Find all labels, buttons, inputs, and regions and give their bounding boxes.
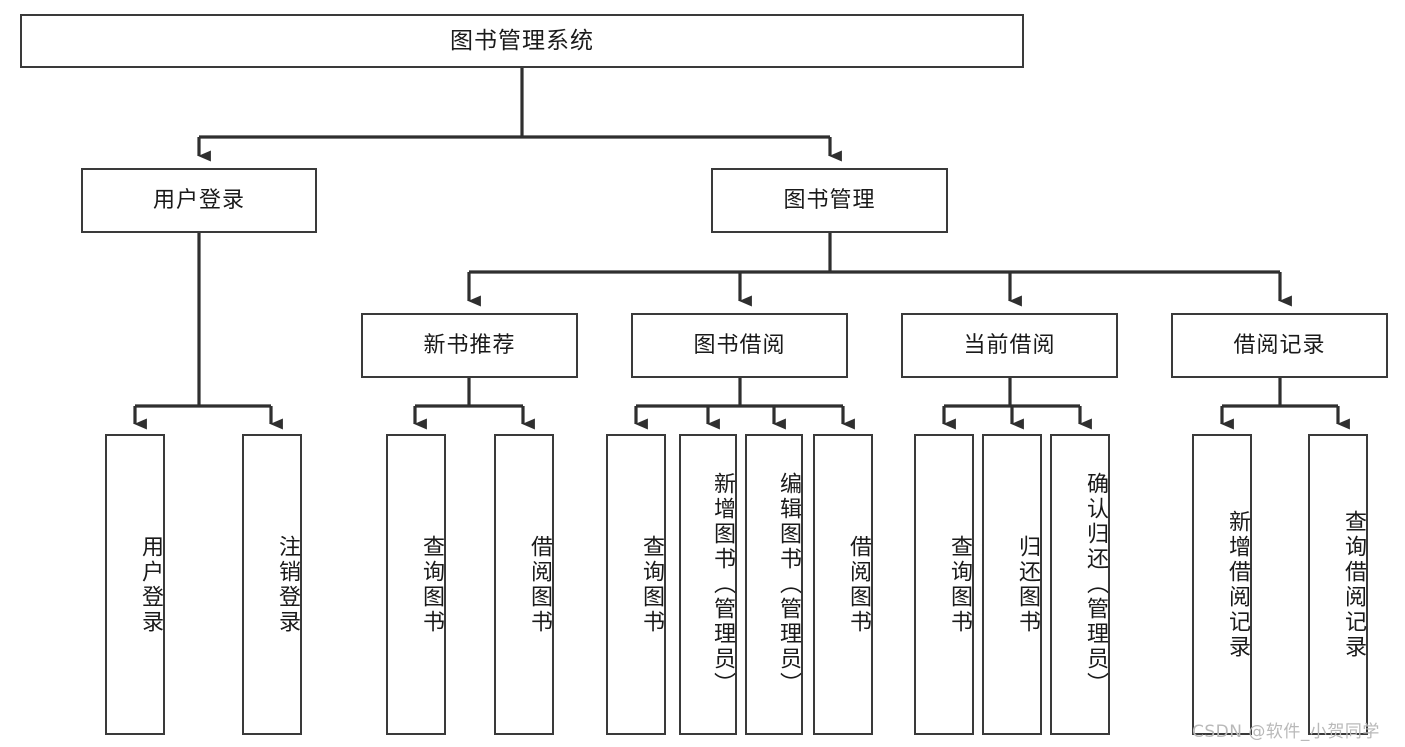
- node-leaf-borrow-book-2[interactable]: 借阅图书: [813, 434, 873, 735]
- node-label: 借阅图书: [846, 534, 871, 635]
- node-leaf-query-book-1[interactable]: 查询图书: [386, 434, 446, 735]
- csdn-watermark: CSDN @软件_小贺同学: [1192, 722, 1380, 742]
- node-leaf-user-logout[interactable]: 注销登录: [242, 434, 302, 735]
- node-label: 当前借阅: [963, 332, 1056, 358]
- node-label: 确认归还（管理员）: [1083, 472, 1108, 697]
- node-new-book-recommend[interactable]: 新书推荐: [361, 313, 578, 378]
- node-root-system[interactable]: 图书管理系统: [20, 14, 1024, 68]
- node-label: 查询借阅记录: [1341, 509, 1366, 660]
- node-label: 用户登录: [138, 534, 163, 635]
- node-leaf-user-login[interactable]: 用户登录: [105, 434, 165, 735]
- node-label: 图书借阅: [693, 332, 786, 358]
- node-user-login[interactable]: 用户登录: [81, 168, 317, 233]
- node-leaf-confirm-return[interactable]: 确认归还（管理员）: [1050, 434, 1110, 735]
- node-borrow-record[interactable]: 借阅记录: [1171, 313, 1388, 378]
- node-label: 借阅记录: [1233, 332, 1326, 358]
- node-label: 新增图书（管理员）: [710, 472, 735, 697]
- node-label: 图书管理: [783, 187, 876, 213]
- node-label: 借阅图书: [527, 534, 552, 635]
- node-leaf-add-record[interactable]: 新增借阅记录: [1192, 434, 1252, 735]
- node-current-borrow[interactable]: 当前借阅: [901, 313, 1118, 378]
- node-leaf-query-record[interactable]: 查询借阅记录: [1308, 434, 1368, 735]
- node-label: 查询图书: [947, 534, 972, 635]
- node-leaf-borrow-book-1[interactable]: 借阅图书: [494, 434, 554, 735]
- node-book-manage[interactable]: 图书管理: [711, 168, 948, 233]
- node-label: 图书管理系统: [450, 27, 594, 54]
- node-label: 编辑图书（管理员）: [776, 472, 801, 697]
- node-leaf-query-book-2[interactable]: 查询图书: [606, 434, 666, 735]
- node-label: 新增借阅记录: [1225, 509, 1250, 660]
- node-leaf-edit-book[interactable]: 编辑图书（管理员）: [745, 434, 803, 735]
- node-label: 查询图书: [639, 534, 664, 635]
- node-leaf-add-book[interactable]: 新增图书（管理员）: [679, 434, 737, 735]
- node-book-borrow[interactable]: 图书借阅: [631, 313, 848, 378]
- node-leaf-return-book[interactable]: 归还图书: [982, 434, 1042, 735]
- node-label: 查询图书: [419, 534, 444, 635]
- node-label: 新书推荐: [423, 332, 516, 358]
- node-label: 注销登录: [275, 534, 300, 635]
- node-leaf-query-book-3[interactable]: 查询图书: [914, 434, 974, 735]
- node-label: 用户登录: [152, 187, 245, 213]
- node-label: 归还图书: [1015, 534, 1040, 635]
